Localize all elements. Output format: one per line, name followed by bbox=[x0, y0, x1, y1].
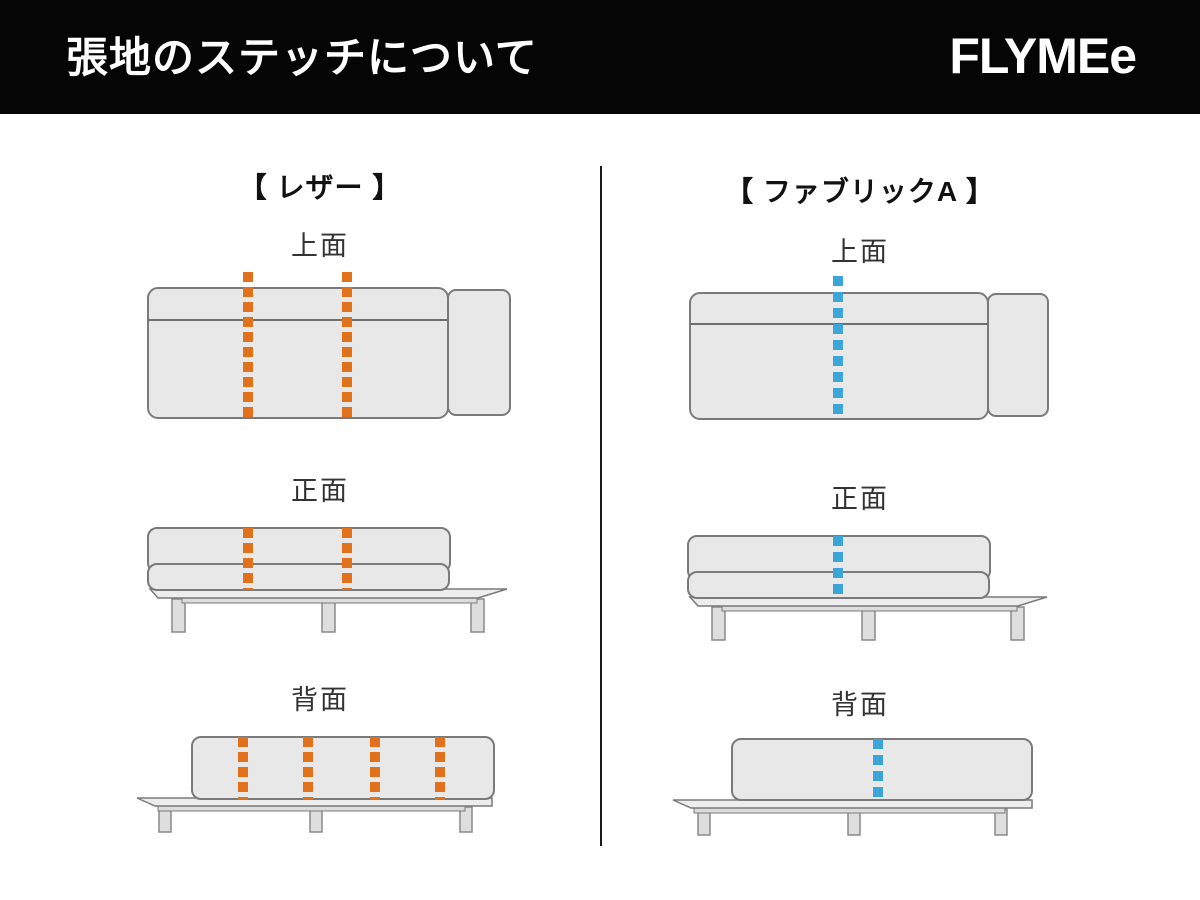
sofa-side-table bbox=[447, 289, 511, 416]
leather-back-view-diagram bbox=[136, 736, 495, 833]
column-divider bbox=[600, 166, 602, 846]
sofa-leg bbox=[1010, 606, 1025, 641]
view-label-front: 正面 bbox=[831, 484, 889, 514]
page-title: 張地のステッチについて bbox=[66, 34, 538, 82]
view-label-top: 上面 bbox=[831, 237, 889, 267]
sofa-backrest bbox=[191, 736, 495, 800]
flymee-logo: FLYMEe bbox=[949, 27, 1137, 84]
column-heading-leather: 【 レザー 】 bbox=[238, 172, 402, 203]
fabric-a-front-view-diagram bbox=[687, 535, 1048, 641]
base-platform bbox=[672, 799, 1033, 809]
view-label-top: 上面 bbox=[291, 231, 349, 261]
leather-front-view-diagram bbox=[147, 527, 508, 633]
sofa-leg bbox=[171, 598, 186, 633]
sofa-leg bbox=[711, 606, 726, 641]
stitch-lines bbox=[243, 528, 352, 590]
view-label-back: 背面 bbox=[291, 685, 349, 715]
sofa-leg bbox=[321, 598, 336, 633]
column-heading-fabric-a: 【 ファブリックA 】 bbox=[725, 176, 995, 207]
fabric-a-back-view-diagram bbox=[672, 738, 1033, 836]
sofa-seat-cushion bbox=[147, 563, 450, 591]
stitch-lines bbox=[243, 272, 352, 417]
sofa-leg bbox=[459, 806, 473, 833]
leather-top-view-diagram bbox=[147, 272, 511, 419]
sofa-side-table bbox=[987, 293, 1049, 417]
header-bar: 張地のステッチについて FLYMEe bbox=[0, 0, 1200, 114]
view-label-front: 正面 bbox=[291, 476, 349, 506]
leather-column: 【 レザー 】 上面 正面 背面 bbox=[20, 0, 620, 900]
fabric-a-top-view-diagram bbox=[689, 276, 1049, 420]
sofa-leg bbox=[470, 598, 485, 633]
stitch-lines bbox=[238, 737, 445, 800]
fabric-a-column: 【 ファブリックA 】 上面 正面 背面 bbox=[560, 0, 1160, 900]
sofa-leg bbox=[861, 606, 876, 641]
sofa-body bbox=[147, 287, 449, 419]
view-label-back: 背面 bbox=[831, 690, 889, 720]
